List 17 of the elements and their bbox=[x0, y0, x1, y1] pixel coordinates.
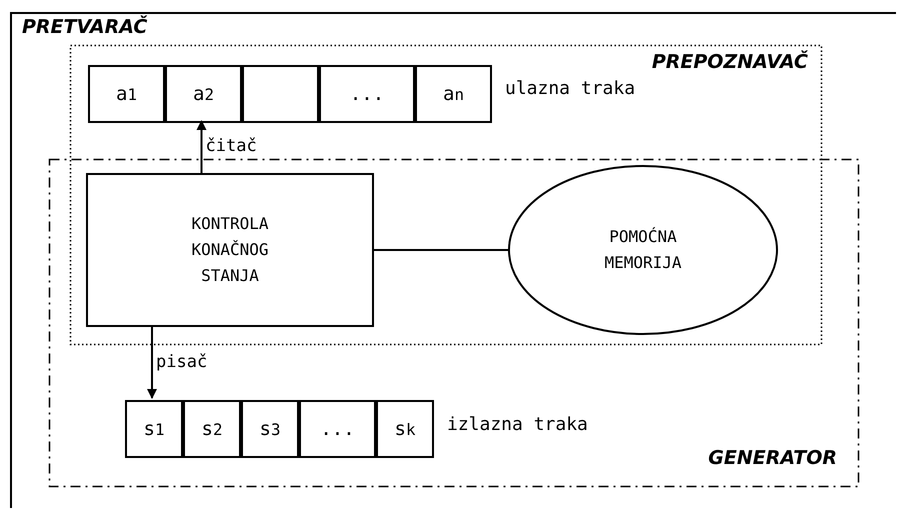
arrow bbox=[147, 327, 157, 399]
tape-cell bbox=[242, 65, 319, 123]
memory-ellipse bbox=[508, 165, 778, 335]
dotted-frame bbox=[70, 45, 822, 345]
connector-line bbox=[374, 249, 508, 251]
tape-caption: ulazna traka bbox=[505, 78, 636, 99]
process-box: KONTROLA KONAČNOG STANJA bbox=[86, 173, 374, 327]
frame-title: PRETVARAČ bbox=[22, 16, 148, 38]
tape-cell: ... bbox=[299, 400, 376, 458]
dash-dot-frame bbox=[49, 159, 859, 487]
tape-caption: izlazna traka bbox=[447, 414, 588, 435]
arrow bbox=[196, 120, 206, 173]
node-label: POMOĆNA MEMORIJA bbox=[603, 226, 683, 274]
frame-title: GENERATOR bbox=[708, 447, 837, 469]
edge-label: pisač bbox=[156, 352, 208, 372]
tape-cell: ... bbox=[319, 65, 415, 123]
frame-title: PREPOZNAVAČ bbox=[652, 51, 808, 73]
